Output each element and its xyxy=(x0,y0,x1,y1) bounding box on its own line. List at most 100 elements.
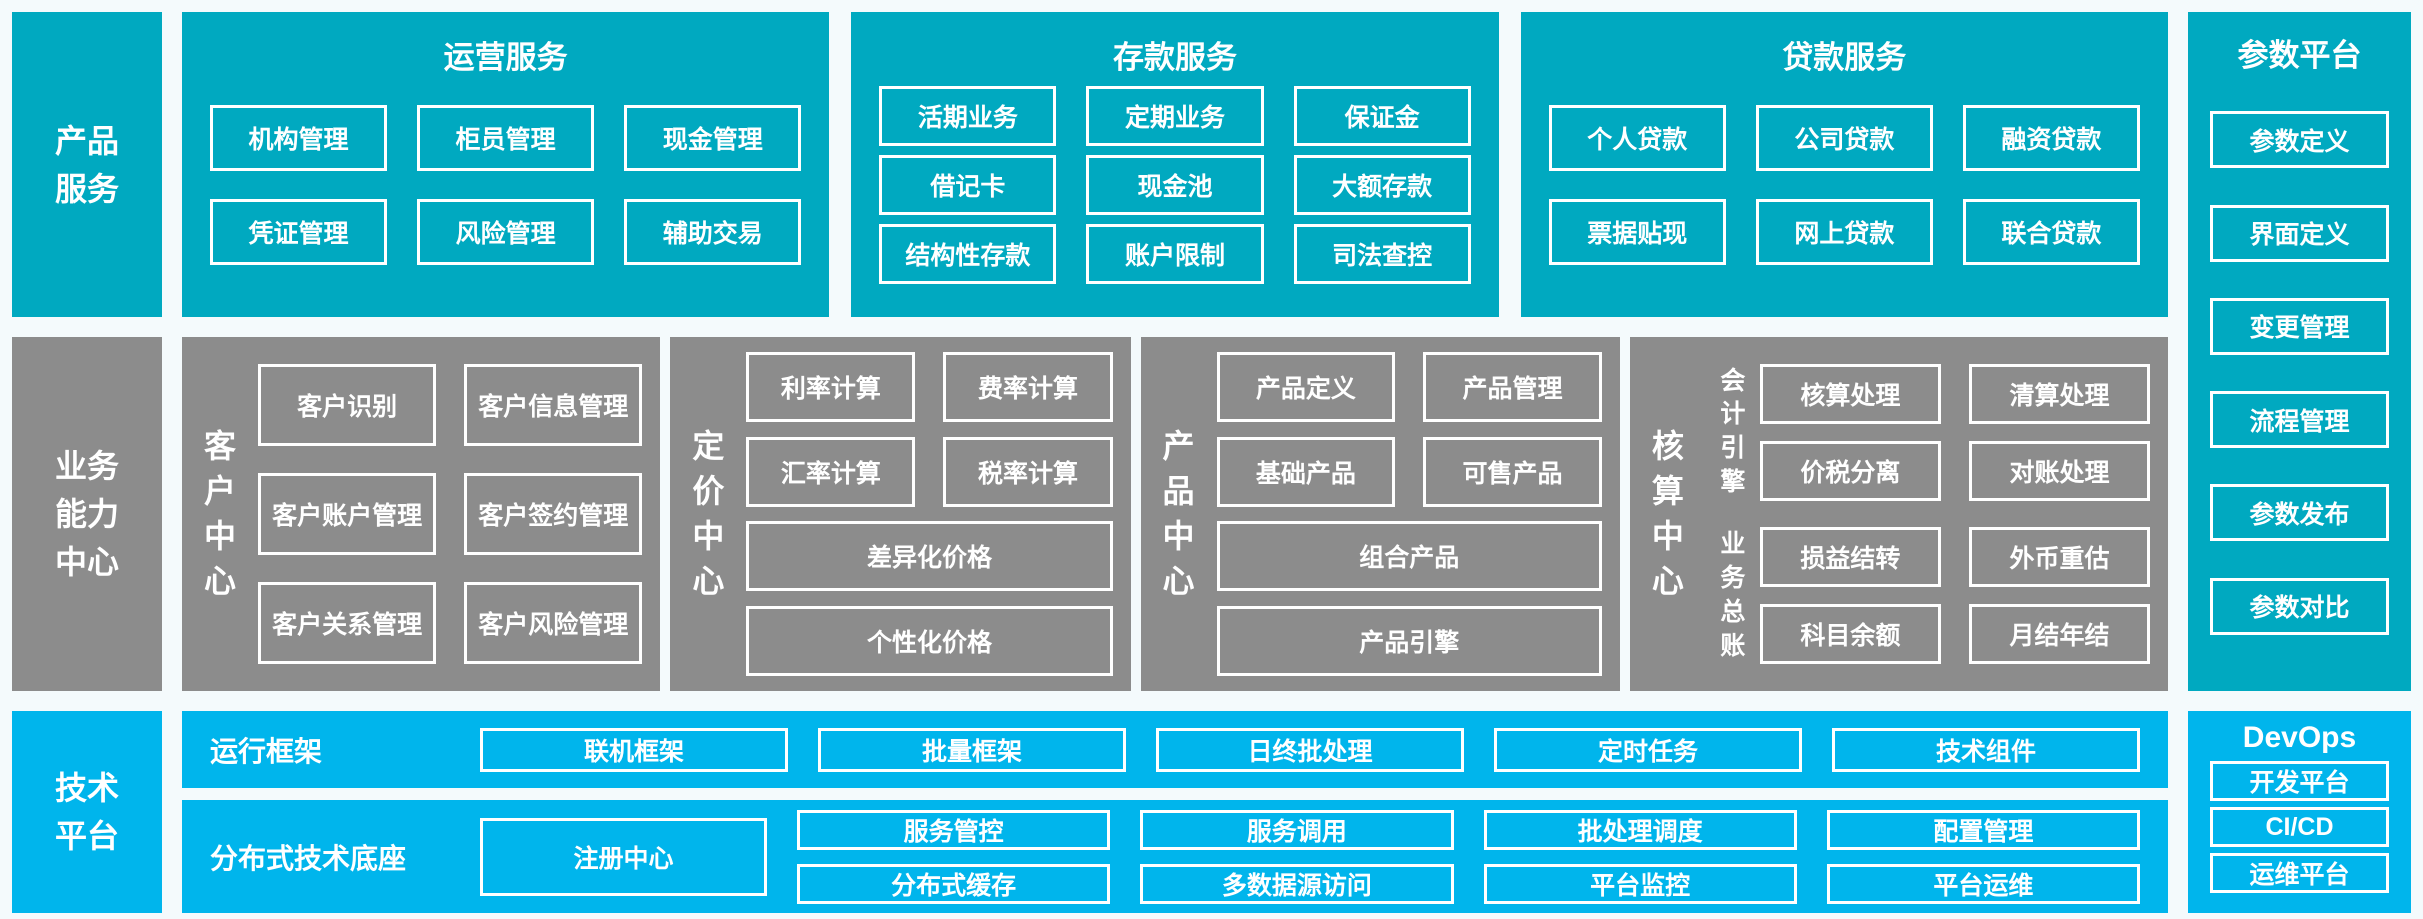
diagram-box: 运维平台 xyxy=(2210,853,2389,893)
row-label: 分布式技术底座 xyxy=(210,842,407,874)
diagram-box: 平台监控 xyxy=(1483,863,1797,904)
diagram-box: 配置管理 xyxy=(1826,809,2140,850)
group-business-ledger: 业务总账 损益结转 外币重估 科目余额 月结年结 xyxy=(1706,527,2151,665)
group-vertical-label: 业务总账 xyxy=(1706,528,1760,663)
accounting-groups: 会计引擎 核算处理 清算处理 价税分离 对账处理 业务总账 损益结转 xyxy=(1706,337,2151,691)
section-vertical-label-text: 核算中心 xyxy=(1651,428,1684,599)
box-grid: 机构管理 柜员管理 现金管理 凭证管理 风险管理 辅助交易 xyxy=(210,77,802,293)
diagram-box: 分布式缓存 xyxy=(797,863,1111,904)
diagram-box: 参数定义 xyxy=(2210,111,2389,169)
diagram-box: 税率计算 xyxy=(943,436,1113,507)
diagram-box: 融资贷款 xyxy=(1962,105,2140,171)
band-label-business-capability: 业务能力中心 xyxy=(12,337,162,691)
box-grid: 产品定义 产品管理 基础产品 可售产品 组合产品 产品引擎 xyxy=(1216,337,1602,691)
box-grid: 个人贷款 公司贷款 融资贷款 票据贴现 网上贷款 联合贷款 xyxy=(1548,77,2140,293)
section-title: 贷款服务 xyxy=(1782,40,1907,75)
diagram-box: 界面定义 xyxy=(2210,204,2389,262)
diagram-box: 参数对比 xyxy=(2210,577,2389,635)
tech-platform-band: 运行框架 联机框架 批量框架 日终批处理 定时任务 技术组件 分布式技术底座 注… xyxy=(182,711,2168,913)
section-vertical-label-text: 产品中心 xyxy=(1162,428,1195,599)
section-deposit-services: 存款服务 活期业务 定期业务 保证金 借记卡 现金池 大额存款 结构性存款 账户… xyxy=(851,12,1499,317)
diagram-box: 参数发布 xyxy=(2210,484,2389,542)
band-label-text: 业务能力中心 xyxy=(54,448,119,580)
diagram-box: 定时任务 xyxy=(1494,727,1802,772)
diagram-box: 客户信息管理 xyxy=(464,364,643,446)
band-label-product-services: 产品服务 xyxy=(12,12,162,317)
diagram-box: 客户签约管理 xyxy=(464,473,643,555)
diagram-box: 个人贷款 xyxy=(1548,105,1726,171)
diagram-box: 技术组件 xyxy=(1832,727,2140,772)
diagram-box: 客户账户管理 xyxy=(258,473,437,555)
panel-title: DevOps xyxy=(2242,721,2357,754)
diagram-box: 多数据源访问 xyxy=(1140,863,1454,904)
diagram-box: 变更管理 xyxy=(2210,297,2389,355)
box-grid: 核算处理 清算处理 价税分离 对账处理 xyxy=(1759,363,2151,501)
diagram-box: 产品定义 xyxy=(1216,351,1396,422)
band-label-text: 技术平台 xyxy=(54,770,119,854)
diagram-box: 现金池 xyxy=(1086,155,1264,215)
product-services-band: 运营服务 机构管理 柜员管理 现金管理 凭证管理 风险管理 辅助交易 存款服务 … xyxy=(182,12,2168,317)
diagram-box: 日终批处理 xyxy=(1156,727,1464,772)
section-title: 存款服务 xyxy=(1112,40,1237,75)
diagram-box: 外币重估 xyxy=(1968,527,2151,588)
band-label-text: 产品服务 xyxy=(54,122,119,207)
section-product-center: 产品中心 产品定义 产品管理 基础产品 可售产品 组合产品 产品引擎 xyxy=(1140,337,1620,691)
diagram-box: 柜员管理 xyxy=(417,105,595,171)
group-vertical-label-text: 会计引擎 xyxy=(1720,366,1746,496)
distributed-base-row: 分布式技术底座 注册中心 服务管控 服务调用 批处理调度 配置管理 分布式缓存 … xyxy=(182,800,2168,913)
diagram-box: 服务管控 xyxy=(797,809,1111,850)
box-grid: 客户识别 客户信息管理 客户账户管理 客户签约管理 客户关系管理 客户风险管理 xyxy=(258,337,643,691)
diagram-box: 凭证管理 xyxy=(210,199,388,265)
diagram-box: 结构性存款 xyxy=(879,224,1057,284)
diagram-box: 保证金 xyxy=(1293,86,1471,146)
diagram-box: 辅助交易 xyxy=(624,199,802,265)
panel-boxes: 开发平台 CI/CD 运维平台 xyxy=(2210,755,2389,899)
section-vertical-label: 定价中心 xyxy=(670,337,746,691)
diagram-box: 客户识别 xyxy=(258,364,437,446)
box-grid: 服务管控 服务调用 批处理调度 配置管理 分布式缓存 多数据源访问 平台监控 平… xyxy=(797,809,2140,904)
section-accounting-center: 核算中心 会计引擎 核算处理 清算处理 价税分离 对账处理 业务 xyxy=(1629,337,2169,691)
diagram-box: 基础产品 xyxy=(1216,436,1396,507)
diagram-box: 服务调用 xyxy=(1140,809,1454,850)
diagram-box: 费率计算 xyxy=(943,351,1113,422)
section-vertical-label: 核算中心 xyxy=(1630,337,1706,691)
diagram-box: 开发平台 xyxy=(2210,761,2389,801)
section-vertical-label-text: 定价中心 xyxy=(692,428,725,599)
diagram-box: 组合产品 xyxy=(1216,521,1602,592)
row-label: 运行框架 xyxy=(210,735,323,767)
diagram-box: 核算处理 xyxy=(1759,363,1941,424)
diagram-box: 对账处理 xyxy=(1968,440,2151,501)
box-grid: 活期业务 定期业务 保证金 借记卡 现金池 大额存款 结构性存款 账户限制 司法… xyxy=(879,77,1471,293)
section-title: 运营服务 xyxy=(443,40,568,75)
diagram-box: 票据贴现 xyxy=(1548,199,1726,265)
panel-title: 参数平台 xyxy=(2237,38,2362,73)
diagram-box: 借记卡 xyxy=(879,155,1057,215)
group-vertical-label-text: 业务总账 xyxy=(1720,530,1746,660)
diagram-box: 价税分离 xyxy=(1759,440,1941,501)
diagram-box: 产品引擎 xyxy=(1216,606,1602,677)
diagram-box: 现金管理 xyxy=(624,105,802,171)
diagram-box: 月结年结 xyxy=(1968,604,2151,665)
section-vertical-label-text: 客户中心 xyxy=(203,428,236,599)
diagram-box: 损益结转 xyxy=(1759,527,1941,588)
devops-panel: DevOps 开发平台 CI/CD 运维平台 xyxy=(2188,711,2411,913)
diagram-box: 科目余额 xyxy=(1759,604,1941,665)
diagram-box: 清算处理 xyxy=(1968,363,2151,424)
runtime-framework-row: 运行框架 联机框架 批量框架 日终批处理 定时任务 技术组件 xyxy=(182,711,2168,788)
diagram-box: 联机框架 xyxy=(480,727,788,772)
diagram-box: 流程管理 xyxy=(2210,391,2389,449)
section-operation-services: 运营服务 机构管理 柜员管理 现金管理 凭证管理 风险管理 辅助交易 xyxy=(182,12,830,317)
diagram-box: 机构管理 xyxy=(210,105,388,171)
diagram-box: 批处理调度 xyxy=(1483,809,1797,850)
section-vertical-label: 产品中心 xyxy=(1141,337,1217,691)
diagram-box: 批量框架 xyxy=(818,727,1126,772)
diagram-box: 风险管理 xyxy=(417,199,595,265)
diagram-box: 网上贷款 xyxy=(1755,199,1933,265)
diagram-box: 大额存款 xyxy=(1293,155,1471,215)
business-capability-band: 客户中心 客户识别 客户信息管理 客户账户管理 客户签约管理 客户关系管理 客户… xyxy=(182,337,2169,691)
diagram-box: 账户限制 xyxy=(1086,224,1264,284)
group-accounting-engine: 会计引擎 核算处理 清算处理 价税分离 对账处理 xyxy=(1706,363,2151,501)
diagram-box: 客户关系管理 xyxy=(258,582,437,664)
box-grid: 损益结转 外币重估 科目余额 月结年结 xyxy=(1759,527,2151,665)
